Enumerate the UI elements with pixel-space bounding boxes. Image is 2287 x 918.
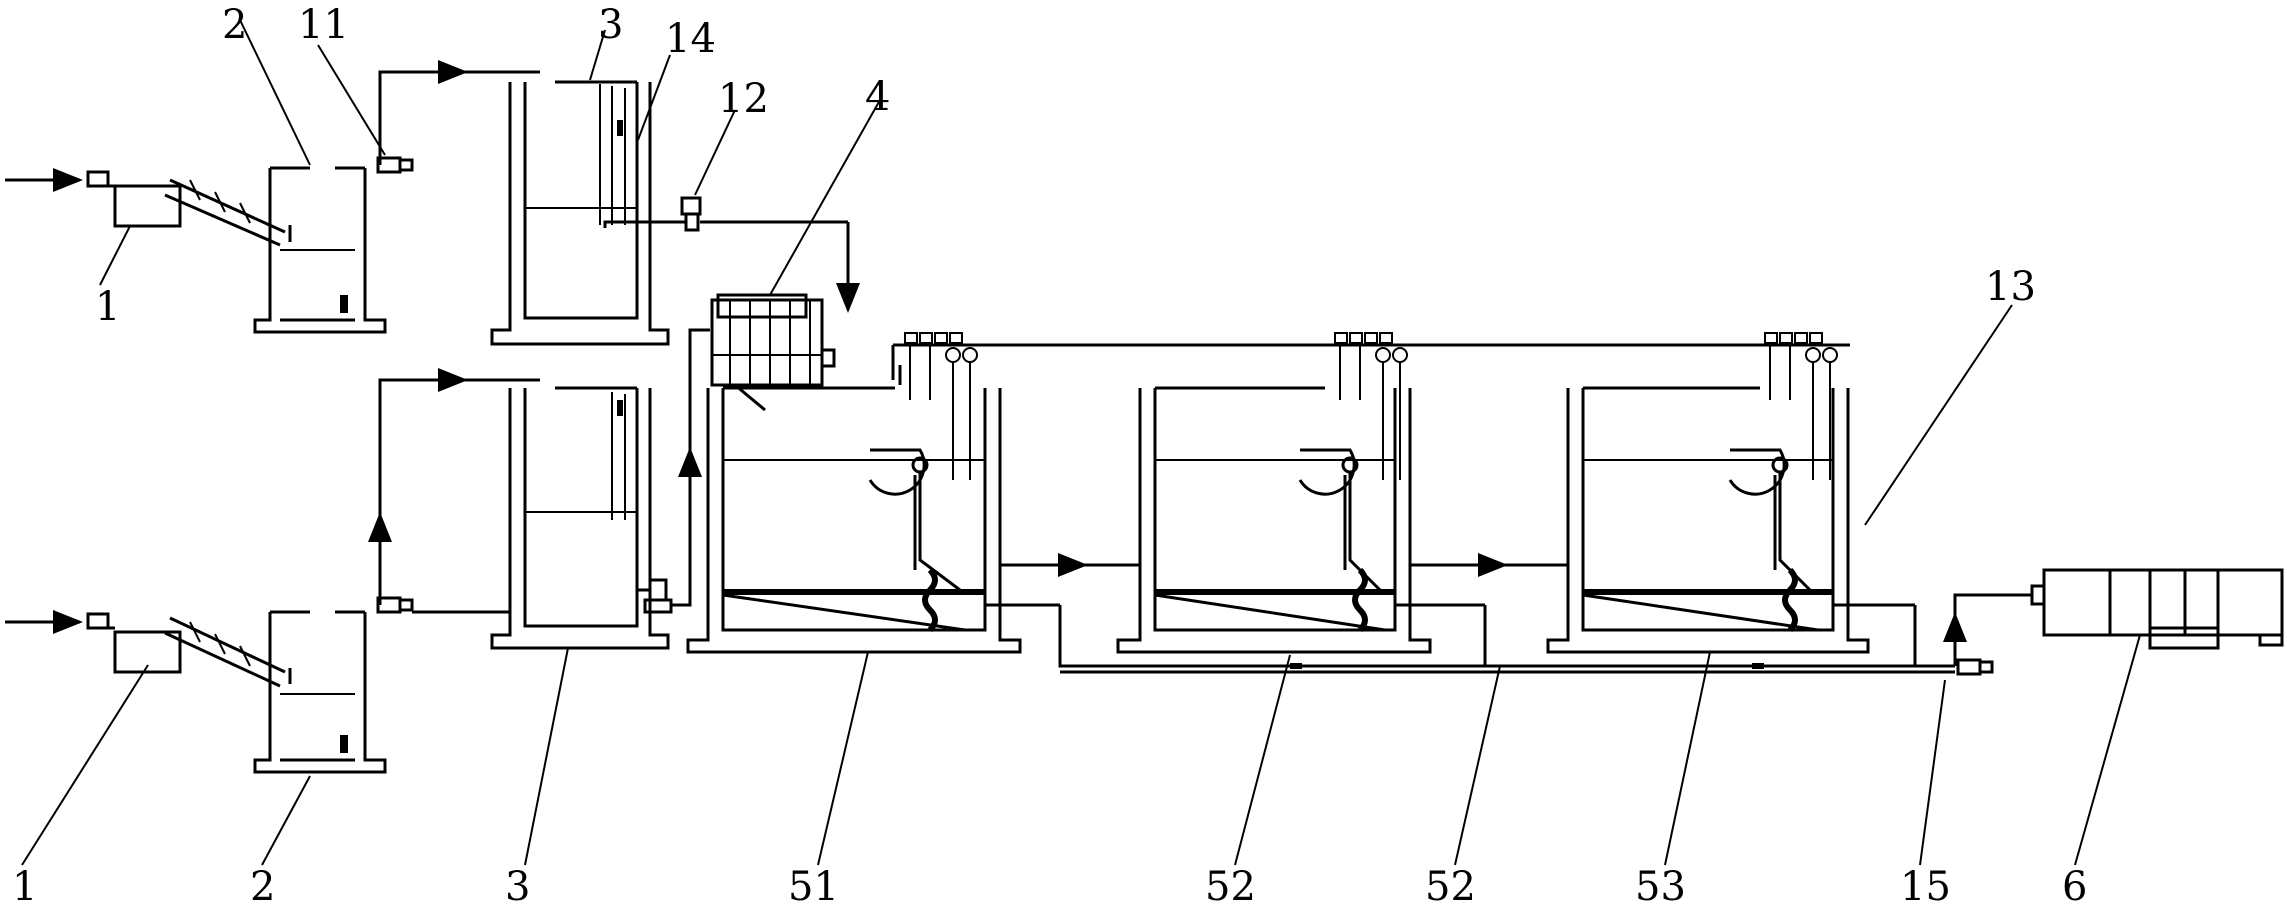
transfer-pump xyxy=(643,328,710,614)
label-14: 14 xyxy=(665,16,716,62)
grit-tank-bottom xyxy=(253,610,387,774)
sludge-pipeline xyxy=(1058,605,1955,674)
label-2-bottom: 2 xyxy=(250,864,275,910)
label-6: 6 xyxy=(2062,864,2087,910)
instrument-set-1 xyxy=(904,332,978,480)
grit-tank-top xyxy=(253,166,387,334)
lift-pump-bottom xyxy=(368,368,540,614)
label-53: 53 xyxy=(1635,864,1686,910)
label-15: 15 xyxy=(1900,864,1951,910)
label-3-bottom: 3 xyxy=(505,864,530,910)
regulating-tank-bottom xyxy=(490,386,670,650)
label-12: 12 xyxy=(718,76,769,122)
equipment-4 xyxy=(710,293,836,412)
instrument-header xyxy=(891,343,1850,385)
instrument-set-2 xyxy=(1334,332,1408,480)
instrument-set-3 xyxy=(1764,332,1838,480)
part-labels: 1 2 11 3 14 12 4 13 1 2 3 51 52 52 53 15… xyxy=(12,2,2087,910)
label-52-b: 52 xyxy=(1425,864,1476,910)
reactor-tank-52 xyxy=(1116,332,1485,654)
label-13: 13 xyxy=(1985,264,2036,310)
label-2-top: 2 xyxy=(222,2,247,48)
reactor-tank-53 xyxy=(1546,332,1915,654)
regulating-tank-top xyxy=(490,80,687,346)
screen-chamber-top xyxy=(5,168,286,247)
equipment-6 xyxy=(2030,568,2284,650)
label-1-top: 1 xyxy=(95,284,120,330)
sludge-pump-15 xyxy=(1943,593,2032,676)
label-4: 4 xyxy=(865,74,890,120)
label-1-bottom: 1 xyxy=(12,864,37,910)
label-52-a: 52 xyxy=(1205,864,1256,910)
label-3-top: 3 xyxy=(598,2,623,48)
lift-pump-11 xyxy=(376,60,540,174)
label-11: 11 xyxy=(298,2,349,48)
leader-lines xyxy=(21,19,2141,866)
reactor-tank-51 xyxy=(686,332,1060,654)
dosing-pump-12 xyxy=(680,196,860,313)
label-51: 51 xyxy=(788,864,839,910)
screen-chamber-bottom xyxy=(5,610,286,688)
